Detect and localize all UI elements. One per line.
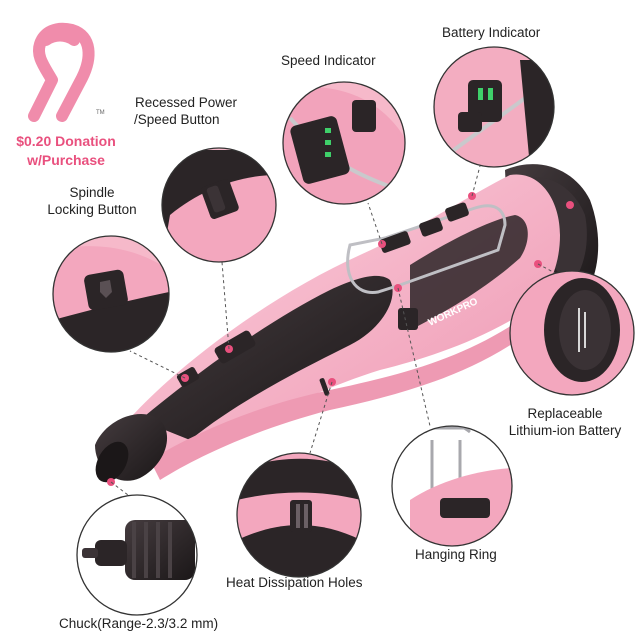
donation-line-2: w/Purchase [27, 152, 105, 168]
battery-label-line-1: Replaceable [527, 406, 603, 421]
callout-leader-lines [110, 165, 556, 496]
battery-indicator-zoom [433, 46, 555, 168]
heat-holes-label: Heat Dissipation Holes [226, 575, 363, 590]
spindle-lock-zoom [52, 235, 170, 353]
spindle-lock-label-line-2: Locking Button [47, 202, 137, 217]
battery-indicator-label: Battery Indicator [442, 25, 541, 40]
heat-holes-zoom [236, 452, 362, 578]
donation-text: $0.20 Donation w/Purchase [6, 132, 126, 170]
chuck-label: Chuck(Range-2.3/3.2 mm) [59, 616, 219, 631]
donation-line-1: $0.20 Donation [16, 133, 116, 149]
pink-ribbon-icon [28, 22, 95, 122]
trademark-mark: TM [96, 110, 105, 116]
hanging-ring-zoom [391, 425, 513, 547]
power-button-label-line-1: Recessed Power [134, 95, 238, 110]
spindle-lock-label-line-1: Spindle [69, 185, 115, 200]
chuck-zoom [76, 494, 198, 616]
hanging-ring-label: Hanging Ring [415, 547, 497, 562]
battery-label: Replaceable Lithium-ion Battery [500, 405, 630, 439]
spindle-lock-label: Spindle Locking Button [42, 184, 142, 218]
battery-zoom [509, 270, 635, 396]
rotary-tool-body [95, 164, 599, 483]
power-button-label: Recessed Power /Speed Button [126, 94, 246, 128]
battery-label-line-2: Lithium-ion Battery [508, 423, 622, 438]
speed-indicator-zoom [282, 81, 406, 205]
speed-indicator-label: Speed Indicator [281, 53, 376, 68]
power-button-label-line-2: /Speed Button [134, 112, 220, 127]
power-button-zoom [161, 147, 277, 263]
